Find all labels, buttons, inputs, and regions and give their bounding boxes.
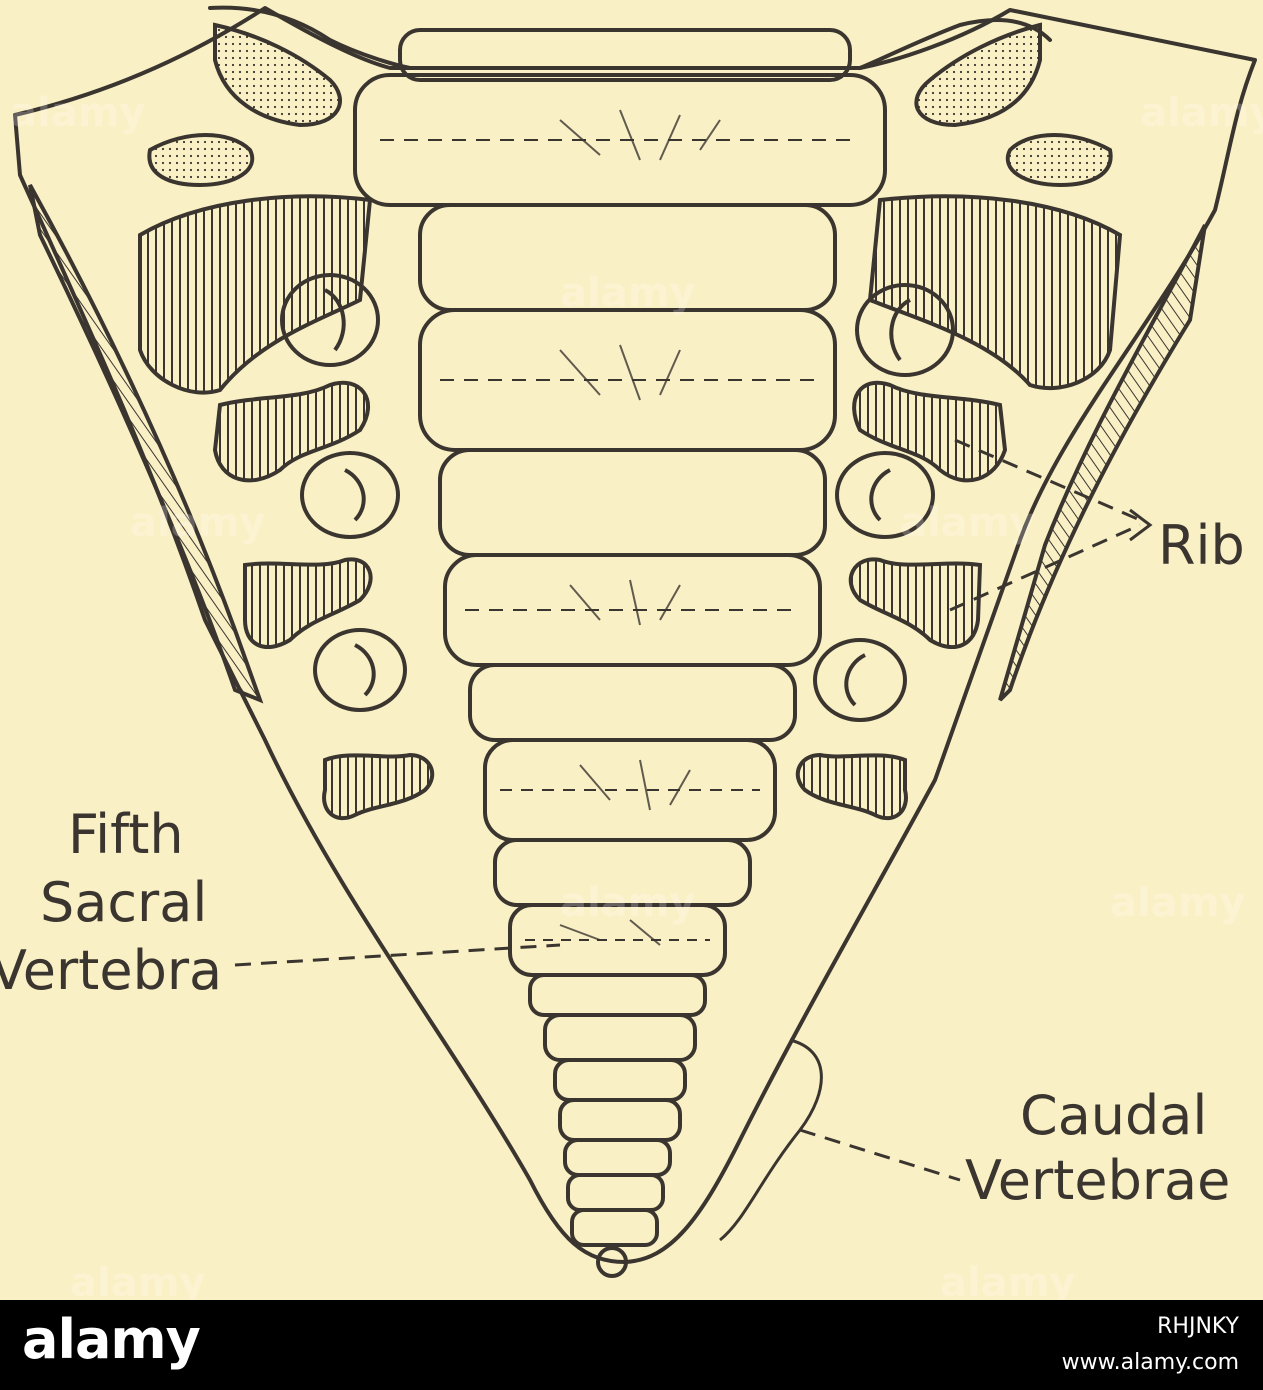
ribs-leader-lower (949, 523, 1141, 612)
rib-process-right-2 (852, 380, 1008, 483)
figure-canvas: alamy alamy alamy alamy alamy alamy alam… (0, 0, 1263, 1300)
ribs-label: Rib (1158, 514, 1245, 577)
caudal-bracket (719, 1038, 823, 1242)
footer-logo: alamy (22, 1308, 201, 1371)
watermark: alamy (940, 1260, 1076, 1300)
watermark: alamy (1140, 90, 1263, 136)
fifth-sacral-label-line1: Fifth (68, 803, 184, 866)
watermark: alamy (560, 880, 696, 926)
sacrum-illustration (13, 5, 1257, 1278)
caudal-leader (799, 1128, 961, 1182)
watermark: alamy (1110, 880, 1246, 926)
watermark: alamy (70, 1260, 206, 1300)
rib-process-right-1 (867, 194, 1123, 391)
watermark: alamy (10, 90, 146, 136)
watermark: alamy (900, 500, 1036, 546)
rib-process-right-3 (848, 557, 983, 650)
ribs-leader-upper (954, 438, 1141, 522)
caudal-label-line1: Caudal (1020, 1084, 1208, 1147)
watermark-footer: alamy RHJNKY www.alamy.com (0, 1300, 1263, 1390)
rib-process-left-3 (243, 557, 373, 650)
rib-process-left-2 (212, 380, 371, 483)
watermark: alamy (560, 270, 696, 316)
image-id: RHJNKY (1157, 1314, 1239, 1339)
fifth-sacral-label-line3: Vertebra (0, 939, 223, 1002)
fifth-sacral-leader (234, 943, 561, 967)
fifth-sacral-label-line2: Sacral (40, 871, 208, 934)
rib-process-left-1 (138, 194, 373, 395)
caudal-label-line2: Vertebrae (965, 1149, 1231, 1212)
sacrum-outline (13, 6, 1257, 1264)
watermark: alamy (130, 500, 266, 546)
footer-url: www.alamy.com (1061, 1350, 1239, 1375)
